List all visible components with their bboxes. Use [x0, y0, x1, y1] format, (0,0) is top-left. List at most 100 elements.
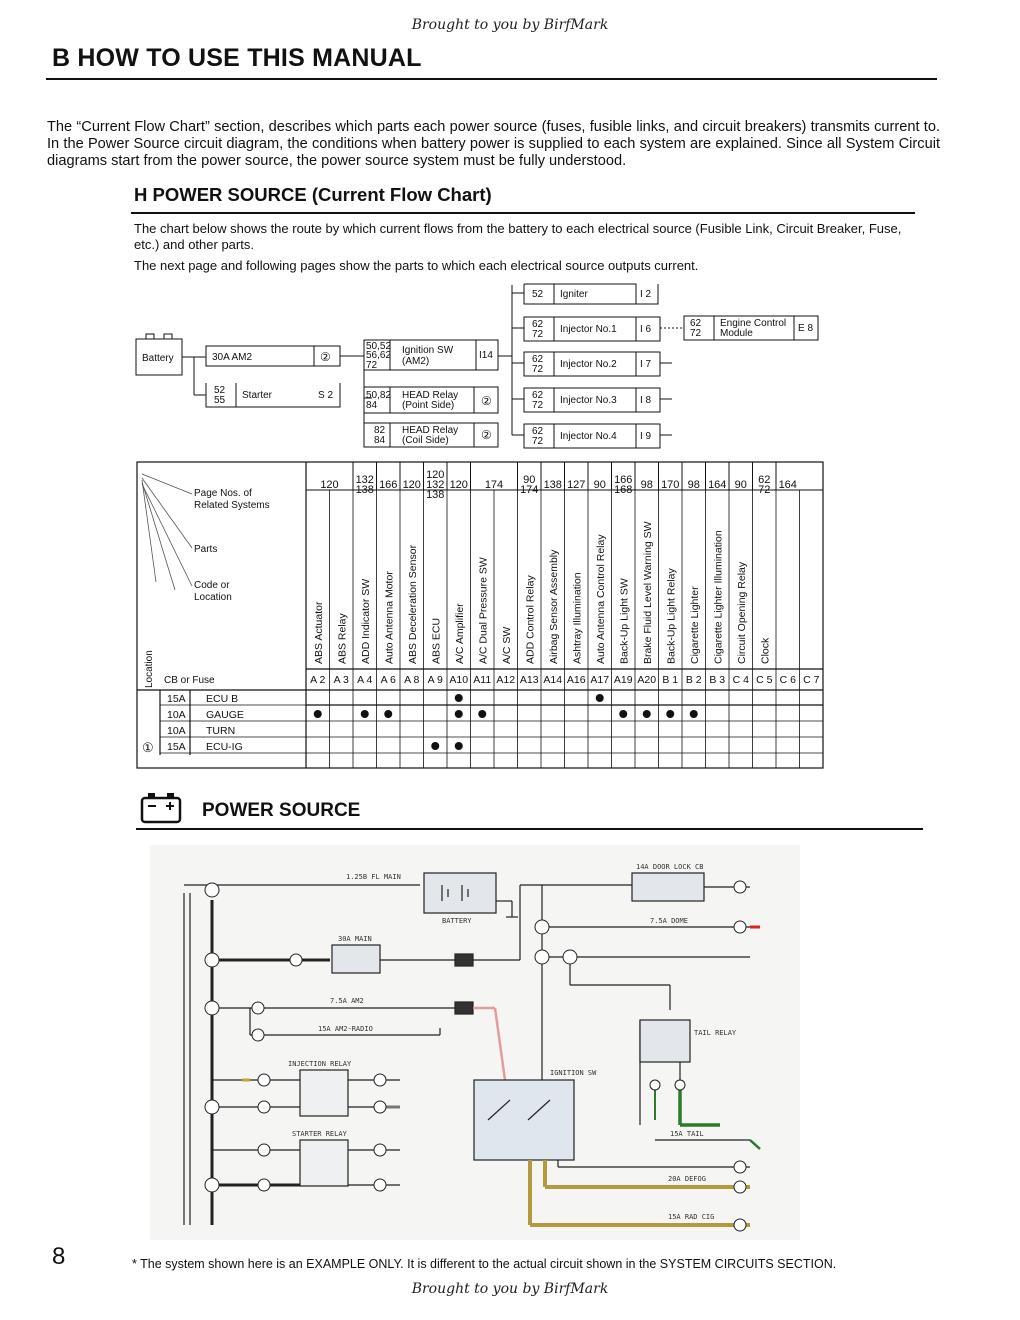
- part-label: Brake Fluid Level Warning SW: [642, 521, 654, 664]
- page-number-label: 98: [641, 479, 653, 491]
- head-coil-ref: ②: [481, 428, 492, 442]
- ps-tail: 15A TAIL: [670, 1130, 704, 1138]
- inj3-code-2: 72: [532, 400, 544, 411]
- label-location: Location: [144, 650, 155, 688]
- power-source-title: POWER SOURCE: [202, 800, 361, 821]
- head-coil-label-1: HEAD Relay: [402, 425, 458, 436]
- ps-ign-sw: IGNITION SW: [550, 1069, 597, 1077]
- page-number-label: 62: [758, 474, 770, 486]
- starter-code-1: 52: [214, 385, 226, 396]
- flow-dot: [454, 742, 463, 750]
- flow-dot: [619, 710, 628, 718]
- inj2-code-1: 62: [532, 354, 544, 365]
- location-code: C 4: [733, 674, 750, 686]
- location-code: A 8: [404, 674, 419, 686]
- flow-dot: [431, 742, 440, 750]
- ps-main: 30A MAIN: [338, 935, 372, 943]
- page-number-label: 98: [688, 479, 700, 491]
- location-code: C 5: [756, 674, 773, 686]
- location-code: A11: [473, 674, 491, 686]
- current-flow-diagram: Battery 30A AM2 ② 52 55 Starter S 2 50,5…: [135, 283, 819, 449]
- page-number-label: 90: [594, 479, 606, 491]
- ign-label-2: (AM2): [402, 356, 429, 367]
- location-mark: ①: [142, 740, 154, 755]
- flow-dot: [384, 710, 393, 718]
- head-point-code-1: 50,82: [366, 390, 391, 401]
- ecm-label-2: Module: [720, 328, 753, 339]
- footer-credit: Brought to you by BirfMark: [411, 1281, 609, 1297]
- head-coil-code-1: 82: [374, 425, 386, 436]
- page-number-label: 120: [426, 469, 444, 481]
- inj1-code-1: 62: [532, 319, 544, 330]
- igniter-code: 52: [532, 289, 544, 300]
- part-label: A/C Amplifier: [454, 603, 466, 664]
- ps-dome: 7.5A DOME: [650, 917, 688, 925]
- page-number: 8: [52, 1243, 66, 1270]
- inj1-label: Injector No.1: [560, 324, 617, 335]
- power-source-rule: [136, 828, 923, 830]
- ign-code-1: 50,52: [366, 341, 391, 352]
- footer-note: * The system shown here is an EXAMPLE ON…: [132, 1257, 837, 1271]
- flow-dot: [454, 710, 463, 718]
- location-code: A 3: [334, 674, 349, 686]
- part-label: Clock: [759, 637, 771, 664]
- page-number-label: 120: [403, 479, 421, 491]
- page-number-label: 127: [567, 479, 585, 491]
- location-code: A 9: [428, 674, 443, 686]
- part-label: ABS Actuator: [313, 601, 325, 664]
- page-number-label: 138: [426, 489, 444, 501]
- head-point-label-1: HEAD Relay: [402, 390, 458, 401]
- inj1-loc: I 6: [640, 324, 652, 335]
- page-number-label: 166: [614, 474, 632, 486]
- inj2-code-2: 72: [532, 364, 544, 375]
- location-code: A10: [449, 674, 468, 686]
- ps-fl-main: 1.25B FL MAIN: [346, 873, 401, 881]
- section-title: B HOW TO USE THIS MANUAL: [52, 44, 422, 72]
- part-label: ABS ECU: [430, 618, 442, 664]
- flow-dot: [313, 710, 322, 718]
- fuse-amp: 10A: [167, 709, 186, 721]
- section-rule: [46, 78, 937, 80]
- flow-dot: [360, 710, 369, 718]
- part-label: A/C Dual Pressure SW: [477, 557, 489, 664]
- page-number-label: 120: [320, 479, 338, 491]
- ecm-code-1: 62: [690, 318, 702, 329]
- inj1-code-2: 72: [532, 329, 544, 340]
- page-number-label: 132: [356, 474, 374, 486]
- ecm-loc: E 8: [798, 323, 813, 334]
- ecm-label-1: Engine Control: [720, 318, 786, 329]
- head-point-ref: ②: [481, 394, 492, 408]
- igniter-loc: I 2: [640, 289, 652, 300]
- ps-rad-cig: 15A RAD CIG: [668, 1213, 714, 1221]
- part-label: Circuit Opening Relay: [736, 561, 748, 664]
- label-page-1: Page Nos. of: [194, 488, 252, 499]
- ign-code-2: 56,62: [366, 350, 391, 361]
- ps-door-lock: 14A DOOR LOCK CB: [636, 863, 703, 871]
- part-label: Back-Up Light Relay: [665, 568, 677, 664]
- location-code: A13: [520, 674, 539, 686]
- ps-tail-relay: TAIL RELAY: [694, 1029, 737, 1037]
- page-number-label: 164: [708, 479, 726, 491]
- location-code: A17: [590, 674, 609, 686]
- label-code-1: Code or: [194, 580, 230, 591]
- head-coil-code-2: 84: [374, 435, 386, 446]
- location-code: B 2: [686, 674, 702, 686]
- location-code: A14: [543, 674, 562, 686]
- battery-label: Battery: [142, 353, 174, 364]
- flow-dot: [642, 710, 651, 718]
- intro-paragraph: The “Current Flow Chart” section, descri…: [47, 119, 940, 169]
- inj4-label: Injector No.4: [560, 431, 617, 442]
- part-label: Back-Up Light SW: [618, 578, 630, 664]
- page-number-label: 120: [450, 479, 468, 491]
- flow-dot: [666, 710, 675, 718]
- ps-am2-radio: 15A AM2-RADIO: [318, 1025, 373, 1033]
- ign-loc: I14: [479, 350, 493, 361]
- location-code: A 6: [381, 674, 396, 686]
- page-number-label: 132: [426, 479, 444, 491]
- part-label: Auto Antenna Control Relay: [595, 534, 607, 664]
- part-label: ABS Relay: [336, 612, 348, 664]
- fuse-amp: 15A: [167, 693, 186, 705]
- subsection-para-1: The chart below shows the route by which…: [134, 221, 902, 252]
- fuse-name: GAUGE: [206, 709, 244, 721]
- inj3-loc: I 8: [640, 395, 652, 406]
